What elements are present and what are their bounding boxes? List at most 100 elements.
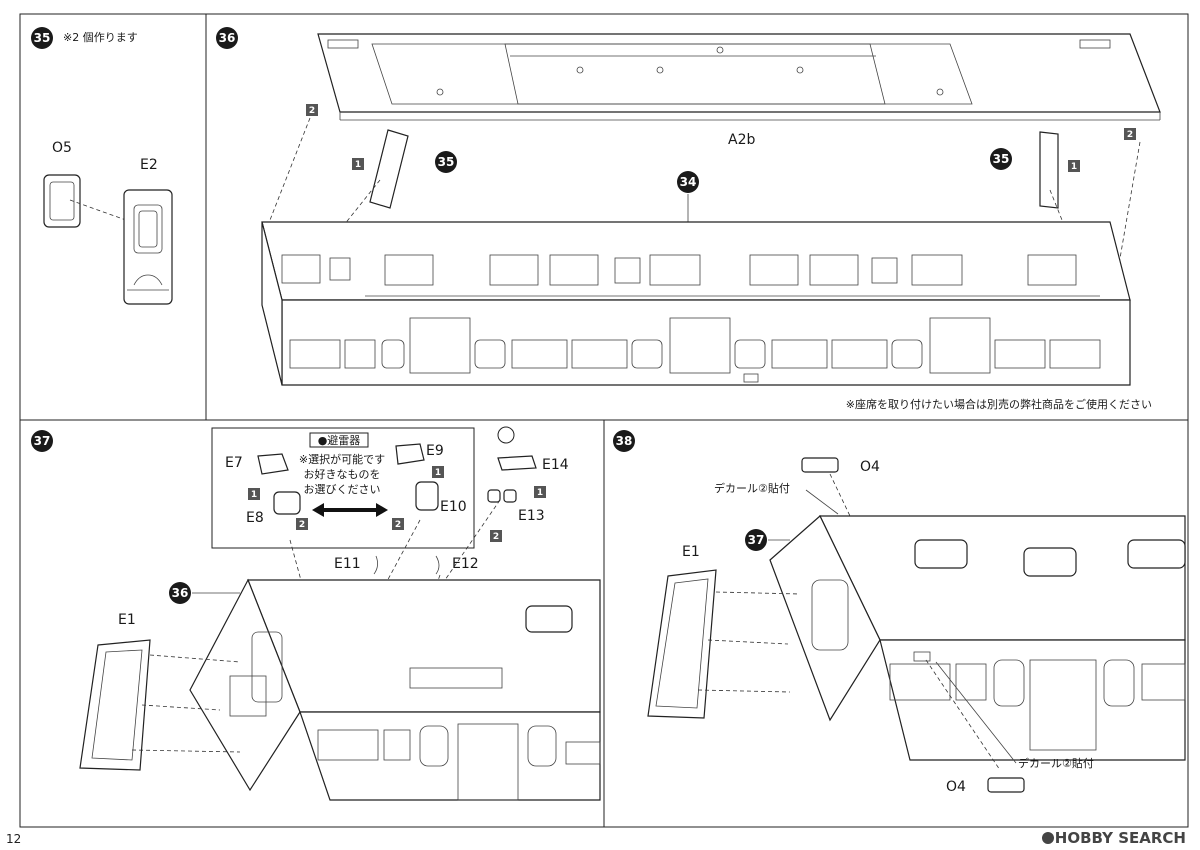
substep-number: 2 xyxy=(299,520,305,530)
assembly-guide xyxy=(925,659,1001,771)
part-label-e11: E11 xyxy=(334,556,361,572)
step-36-badge xyxy=(216,27,238,49)
part-label-e9: E9 xyxy=(426,443,444,459)
part-label-o4-bottom: O4 xyxy=(946,779,966,795)
arrow-right-icon xyxy=(376,503,388,517)
part-a2b-floor xyxy=(317,33,1161,121)
assembly-guide xyxy=(715,591,801,595)
step-35-badge xyxy=(31,27,53,49)
substep-badge xyxy=(392,518,404,530)
step-36-note: ※座席を取り付けたい場合は別売の弊社商品をご使用ください xyxy=(846,397,1152,411)
leader-line xyxy=(935,661,1017,764)
callout-34-badge xyxy=(677,171,699,193)
part-label-e7: E7 xyxy=(225,455,243,471)
part-e1-door-frame xyxy=(647,569,717,719)
car-body-end-step-37 xyxy=(189,578,601,801)
assembly-guide xyxy=(707,639,789,645)
callout-35-badge xyxy=(435,151,457,173)
assembly-guide xyxy=(131,749,241,753)
substep-number: 1 xyxy=(435,468,441,478)
substep-badge xyxy=(296,518,308,530)
substep-number: 1 xyxy=(251,490,257,500)
callout-34-number: 34 xyxy=(680,175,697,189)
watermark-logo-icon xyxy=(1042,832,1054,844)
step-38: 38 O4 デカール②貼付 37 E1 xyxy=(613,430,1186,795)
part-e9 xyxy=(395,443,425,465)
part-o4-top xyxy=(801,457,839,473)
part-e12 xyxy=(435,555,440,575)
assembly-guide xyxy=(697,689,791,693)
assembly-guide xyxy=(141,704,221,711)
assembly-guide xyxy=(269,117,311,221)
part-label-e13: E13 xyxy=(518,508,545,524)
part-e8 xyxy=(273,491,301,515)
assembly-guide xyxy=(149,654,241,663)
part-label-e1: E1 xyxy=(118,612,136,628)
part-label-e1: E1 xyxy=(682,544,700,560)
step-36: 36 A2b 2 2 1 xyxy=(216,27,1161,411)
callout-36-number: 36 xyxy=(172,586,189,600)
part-o5-window xyxy=(43,174,81,228)
step-38-number: 38 xyxy=(616,434,633,448)
callout-37-number: 37 xyxy=(748,533,765,547)
leader-line xyxy=(805,489,839,515)
assembly-guide xyxy=(1117,141,1141,271)
lightning-arrester-inset: ●避雷器 ※選択が可能です お好きなものを お選びください E7 1 E8 2 … xyxy=(211,427,475,549)
step-36-number: 36 xyxy=(219,31,236,45)
substep-number: 2 xyxy=(1127,130,1133,140)
substep-number: 1 xyxy=(537,488,543,498)
callout-36-badge xyxy=(169,582,191,604)
callout-35-badge xyxy=(990,148,1012,170)
inset-title: ●避雷器 xyxy=(318,433,361,447)
callout-37-badge xyxy=(745,529,767,551)
part-label-e10: E10 xyxy=(440,499,467,515)
part-label-o4-top: O4 xyxy=(860,459,880,475)
substep-badge xyxy=(432,466,444,478)
callout-35-number: 35 xyxy=(438,155,455,169)
part-label-e14: E14 xyxy=(542,457,569,473)
part-e14 xyxy=(497,455,537,471)
inset-note-line-3: お選びください xyxy=(304,483,381,496)
part-door-subassembly-left xyxy=(369,129,409,209)
step-37-badge xyxy=(31,430,53,452)
inset-note-line-1: ※選択が可能です xyxy=(299,452,385,466)
part-e13-b xyxy=(503,489,517,503)
car-body-assembly xyxy=(261,221,1131,386)
substep-badge xyxy=(248,488,260,500)
part-e11 xyxy=(373,555,378,575)
substep-badge xyxy=(1068,160,1080,172)
attention-icon xyxy=(497,426,515,444)
substep-badge xyxy=(306,104,318,116)
step-37: 37 ●避雷器 ※選択が可能です お好きなものを お選びください E7 1 E8… xyxy=(31,426,601,801)
substep-number: 2 xyxy=(493,532,499,542)
substep-badge xyxy=(352,158,364,170)
step-38-badge xyxy=(613,430,635,452)
substep-number: 2 xyxy=(395,520,401,530)
step-35: 35 ※2 個作ります O5 E2 xyxy=(31,27,173,305)
part-e10 xyxy=(415,481,439,511)
step-35-note: ※2 個作ります xyxy=(63,31,138,44)
substep-badge xyxy=(534,486,546,498)
page-number: 12 xyxy=(6,832,21,846)
callout-35-number: 35 xyxy=(993,152,1010,166)
inset-note-line-2: お好きなものを xyxy=(304,467,381,481)
decal-label-bottom: デカール②貼付 xyxy=(1018,756,1094,770)
part-e2-door xyxy=(123,189,173,305)
part-label-e8: E8 xyxy=(246,510,264,526)
arrow-left-icon xyxy=(312,503,324,517)
part-e7 xyxy=(257,453,289,475)
substep-number: 1 xyxy=(1071,162,1077,172)
part-o4-bottom xyxy=(987,777,1025,793)
part-e1-door-frame xyxy=(79,639,151,771)
panel-frames xyxy=(19,13,1189,828)
step-37-number: 37 xyxy=(34,434,51,448)
part-label-o5: O5 xyxy=(52,140,72,156)
substep-number: 1 xyxy=(355,160,361,170)
car-body-end-step-38 xyxy=(769,515,1186,761)
substep-number: 2 xyxy=(309,106,315,116)
watermark-text: HOBBY SEARCH xyxy=(1055,829,1186,847)
decal-label-top: デカール②貼付 xyxy=(714,481,790,495)
part-label-a2b: A2b xyxy=(728,132,755,148)
part-e13-a xyxy=(487,489,501,503)
